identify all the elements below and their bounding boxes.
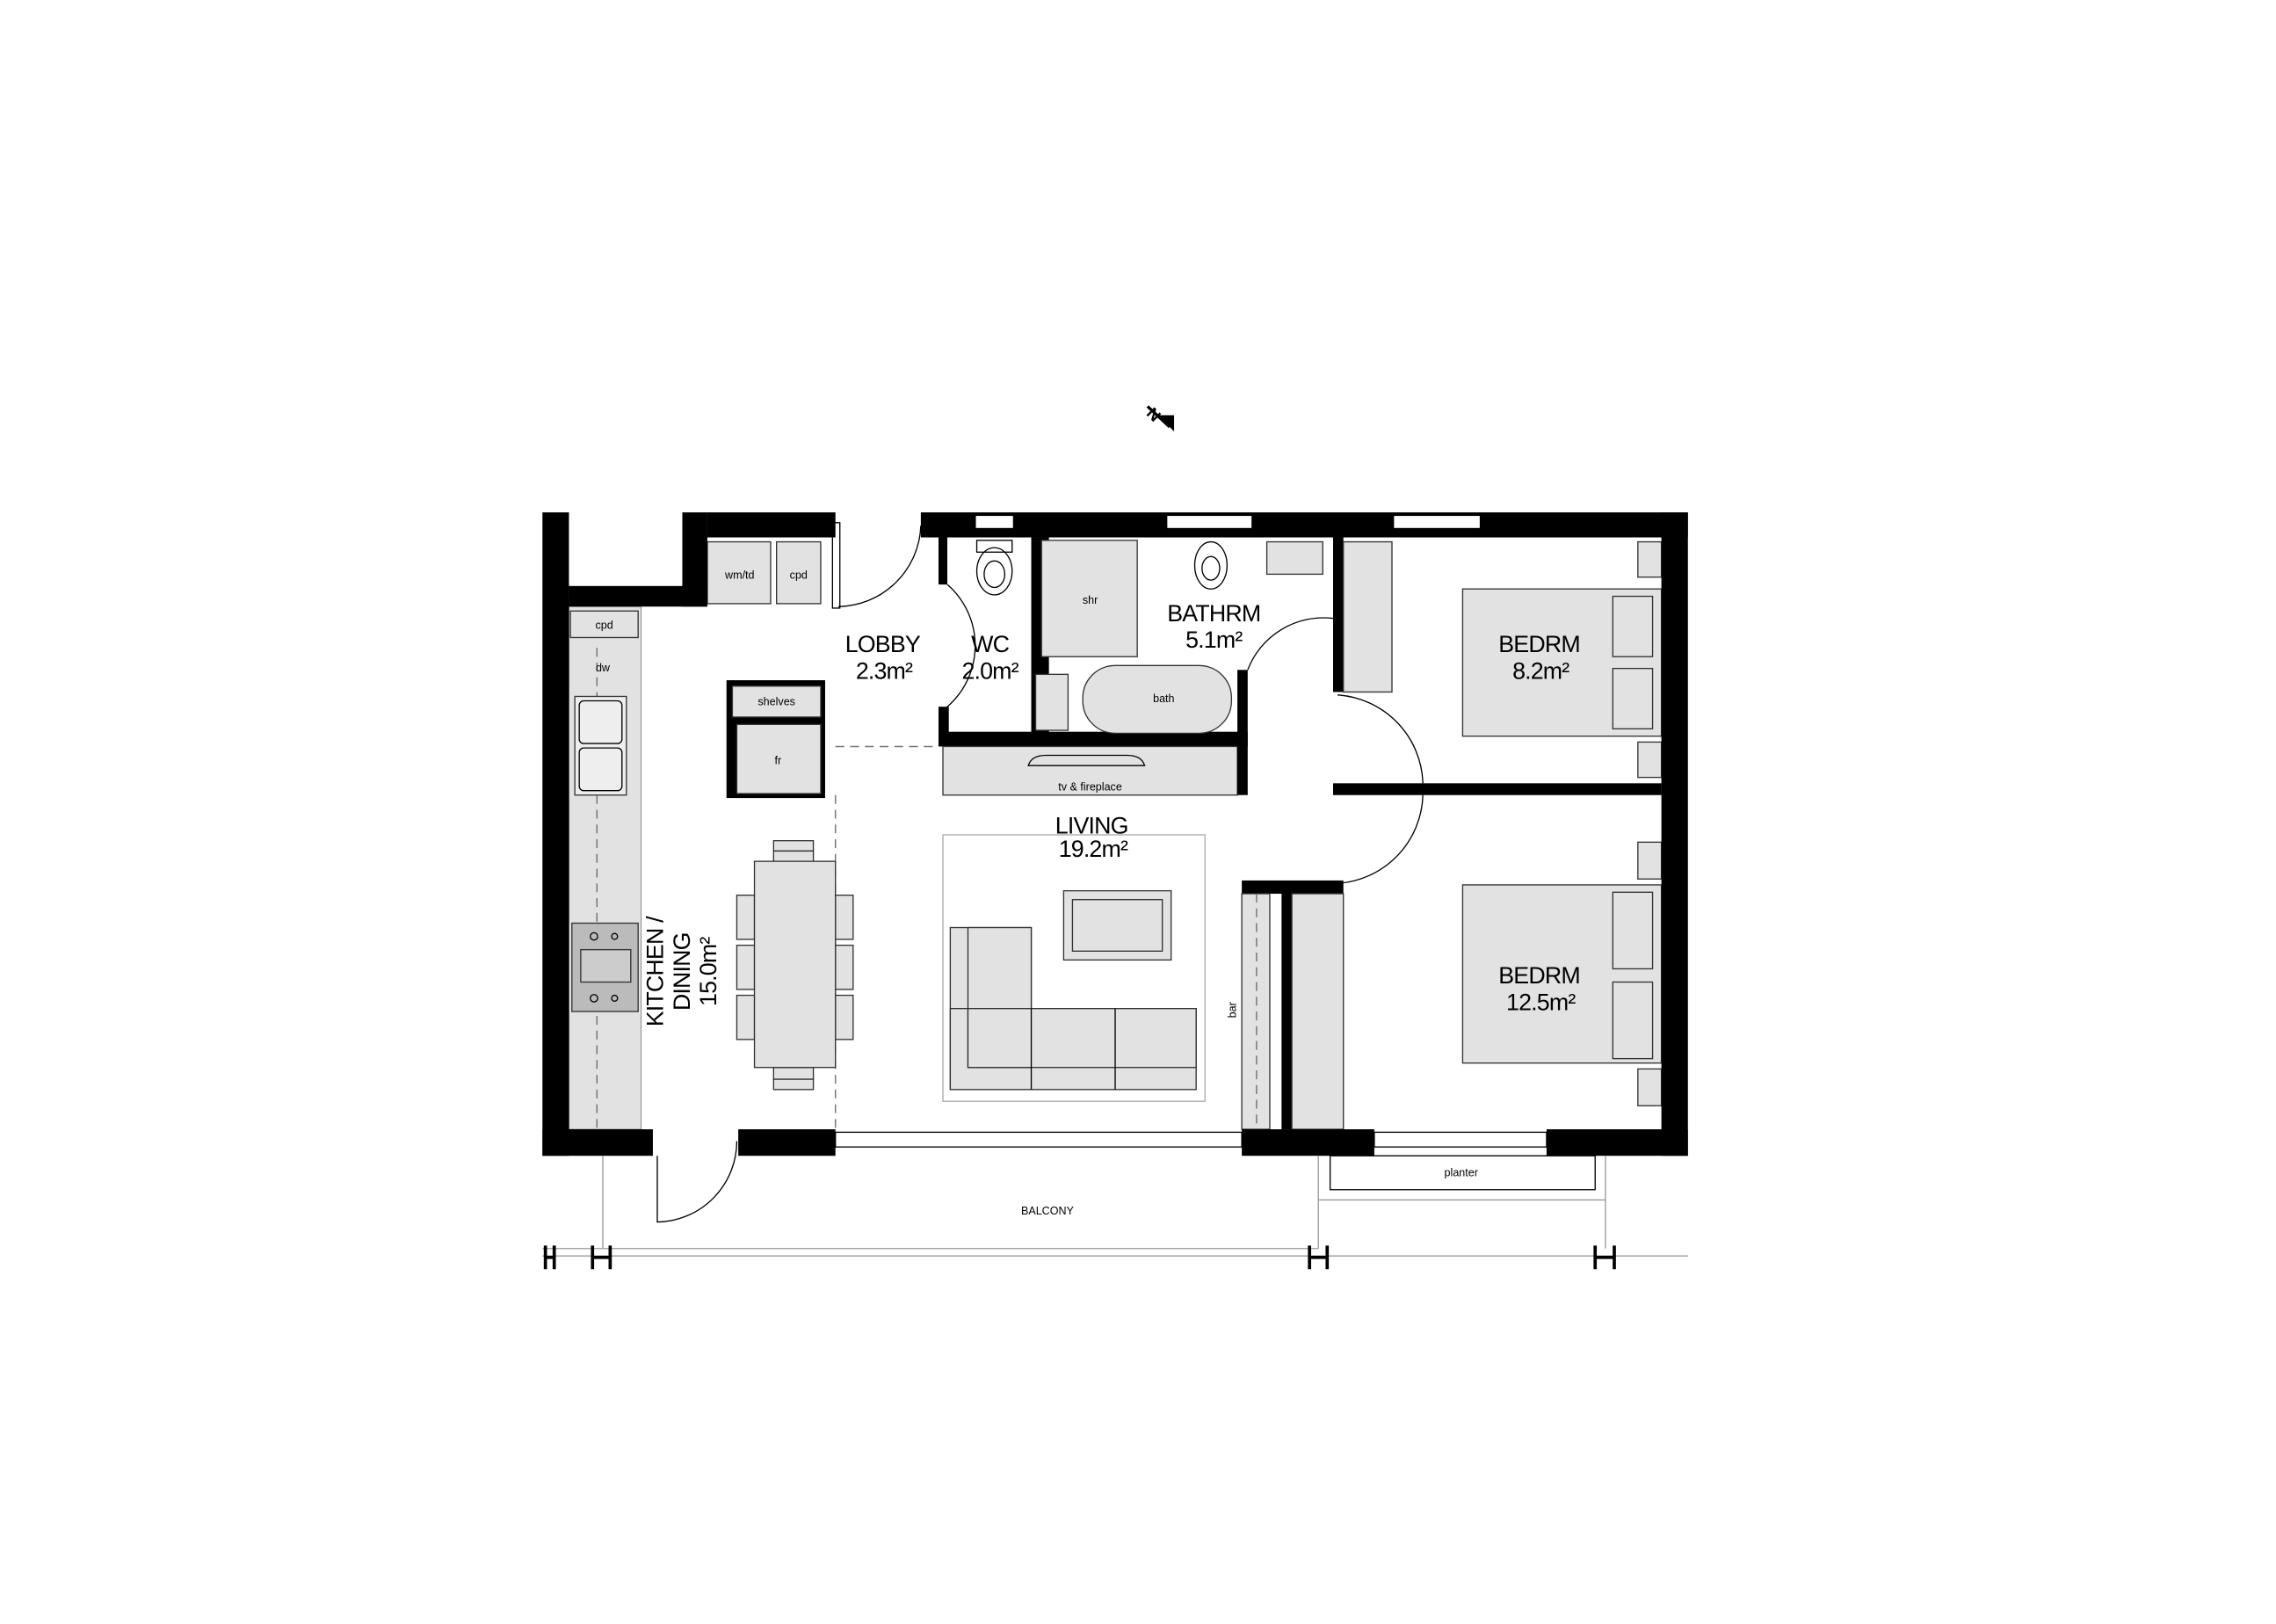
svg-text:bar: bar — [1226, 1002, 1238, 1018]
shower — [1040, 540, 1138, 657]
room-label-kitchen: KITCHEN / DINING 15.0m² — [642, 916, 721, 1026]
bathroom-sink — [1265, 540, 1323, 576]
svg-text:N: N — [1143, 403, 1164, 424]
svg-text:5.1m²: 5.1m² — [1185, 627, 1243, 653]
wc-sink — [1034, 673, 1069, 731]
bar — [1241, 893, 1271, 1130]
sofa — [949, 926, 1197, 1091]
planter — [1329, 1155, 1596, 1191]
wc-toilet — [975, 540, 1013, 596]
svg-text:cpd: cpd — [596, 619, 613, 631]
north-arrow-icon: N — [1143, 403, 1175, 431]
svg-text:2.0m²: 2.0m² — [961, 657, 1018, 684]
svg-text:19.2m²: 19.2m² — [1059, 836, 1128, 862]
wardrobe — [1291, 893, 1345, 1130]
svg-text:BEDRM: BEDRM — [1498, 631, 1580, 657]
svg-text:BALCONY: BALCONY — [1021, 1205, 1075, 1217]
bath — [1082, 664, 1233, 735]
bed-2 — [1461, 841, 1663, 1106]
fridge — [736, 723, 822, 794]
shelves — [731, 685, 822, 718]
hob — [571, 922, 639, 1012]
svg-text:shelves: shelves — [757, 696, 795, 708]
balcony-door-swing — [656, 1141, 738, 1223]
svg-text:WC: WC — [971, 631, 1009, 657]
kitchen-counter — [568, 605, 642, 1130]
room-label-wc: WC2.0m² — [961, 631, 1019, 684]
svg-text:DINING: DINING — [669, 932, 695, 1011]
svg-text:BATHRM: BATHRM — [1167, 600, 1260, 627]
svg-text:bath: bath — [1153, 692, 1174, 705]
svg-text:15.0m²: 15.0m² — [695, 937, 721, 1006]
sink — [574, 695, 627, 796]
svg-text:tv & fireplace: tv & fireplace — [1058, 781, 1122, 794]
bathroom-toilet — [1193, 540, 1229, 590]
entry-door-swing — [838, 526, 922, 607]
svg-text:dw: dw — [596, 662, 611, 674]
dimension-line — [542, 1245, 1688, 1270]
bed-1 — [1461, 540, 1663, 779]
dining-table — [736, 840, 854, 1091]
svg-text:LOBBY: LOBBY — [845, 631, 921, 657]
svg-text:planter: planter — [1445, 1167, 1478, 1179]
svg-text:LIVING: LIVING — [1055, 812, 1128, 838]
wardrobe — [1343, 540, 1393, 693]
svg-text:cpd: cpd — [790, 569, 808, 581]
cupboard — [569, 610, 639, 639]
svg-text:2.3m²: 2.3m² — [856, 657, 913, 684]
wc-door-swing — [946, 584, 976, 707]
svg-text:shr: shr — [1083, 594, 1098, 606]
svg-text:wm/td: wm/td — [724, 569, 754, 581]
svg-text:KITCHEN /: KITCHEN / — [642, 916, 669, 1026]
walls — [542, 512, 1688, 1156]
cupboard — [776, 540, 822, 605]
svg-text:8.2m²: 8.2m² — [1512, 657, 1569, 684]
svg-text:fr: fr — [775, 755, 782, 767]
svg-text:BEDRM: BEDRM — [1498, 962, 1580, 989]
svg-text:12.5m²: 12.5m² — [1506, 989, 1576, 1015]
tv-fireplace — [942, 745, 1238, 796]
